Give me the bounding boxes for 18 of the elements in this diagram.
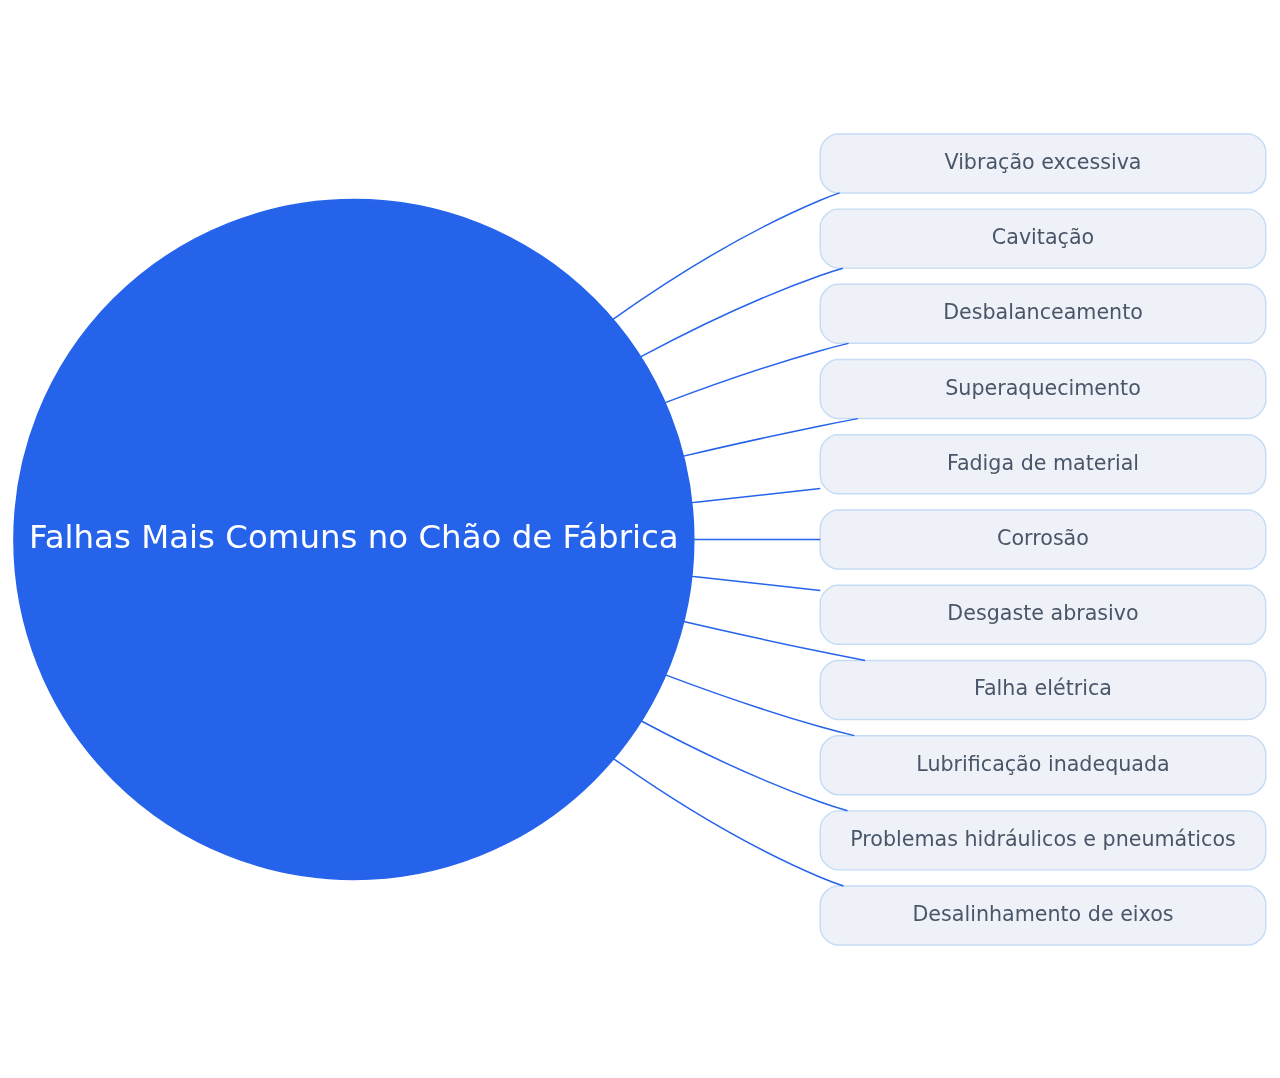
connector [682, 417, 859, 457]
node-box: Falha elétrica [819, 659, 1267, 720]
node-box: Desgaste abrasivo [819, 584, 1267, 645]
node-box: Vibração excessiva [819, 132, 1267, 194]
node-box: Desalinhamento de eixos [819, 884, 1267, 946]
node-box: Fadiga de material [819, 433, 1267, 494]
connector [691, 575, 822, 591]
connector [664, 673, 856, 736]
node-box: Superaquecimento [819, 358, 1267, 419]
node-box: Corrosão [819, 508, 1267, 570]
connector [691, 487, 822, 503]
connector [682, 620, 866, 661]
node-box: Problemas hidráulicos e pneumáticos [819, 809, 1267, 871]
connector [693, 538, 821, 540]
node-box: Lubrificação inadequada [819, 734, 1267, 795]
node-box: Desbalanceamento [819, 283, 1267, 344]
node-box: Cavitação [819, 207, 1267, 269]
node-circle: Falhas Mais Comuns no Chão de Fábrica [13, 198, 695, 880]
